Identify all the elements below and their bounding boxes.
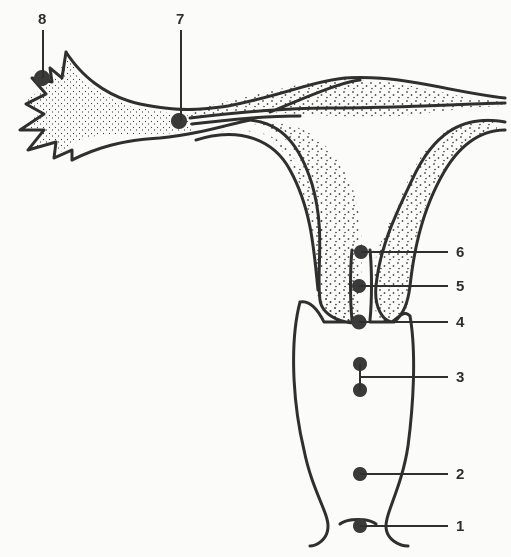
label-7: 7: [176, 11, 184, 28]
uterine-wall-left: [250, 123, 362, 324]
label-6: 6: [456, 244, 464, 261]
point-7-dot: [171, 113, 187, 129]
cervix-outline: [294, 302, 414, 546]
label-5: 5: [456, 278, 464, 295]
label-4: 4: [456, 314, 465, 331]
label-8: 8: [38, 11, 46, 28]
uterine-wall-right: [372, 120, 497, 323]
label-3: 3: [456, 369, 464, 386]
label-1: 1: [456, 518, 464, 535]
label-2: 2: [456, 466, 464, 483]
